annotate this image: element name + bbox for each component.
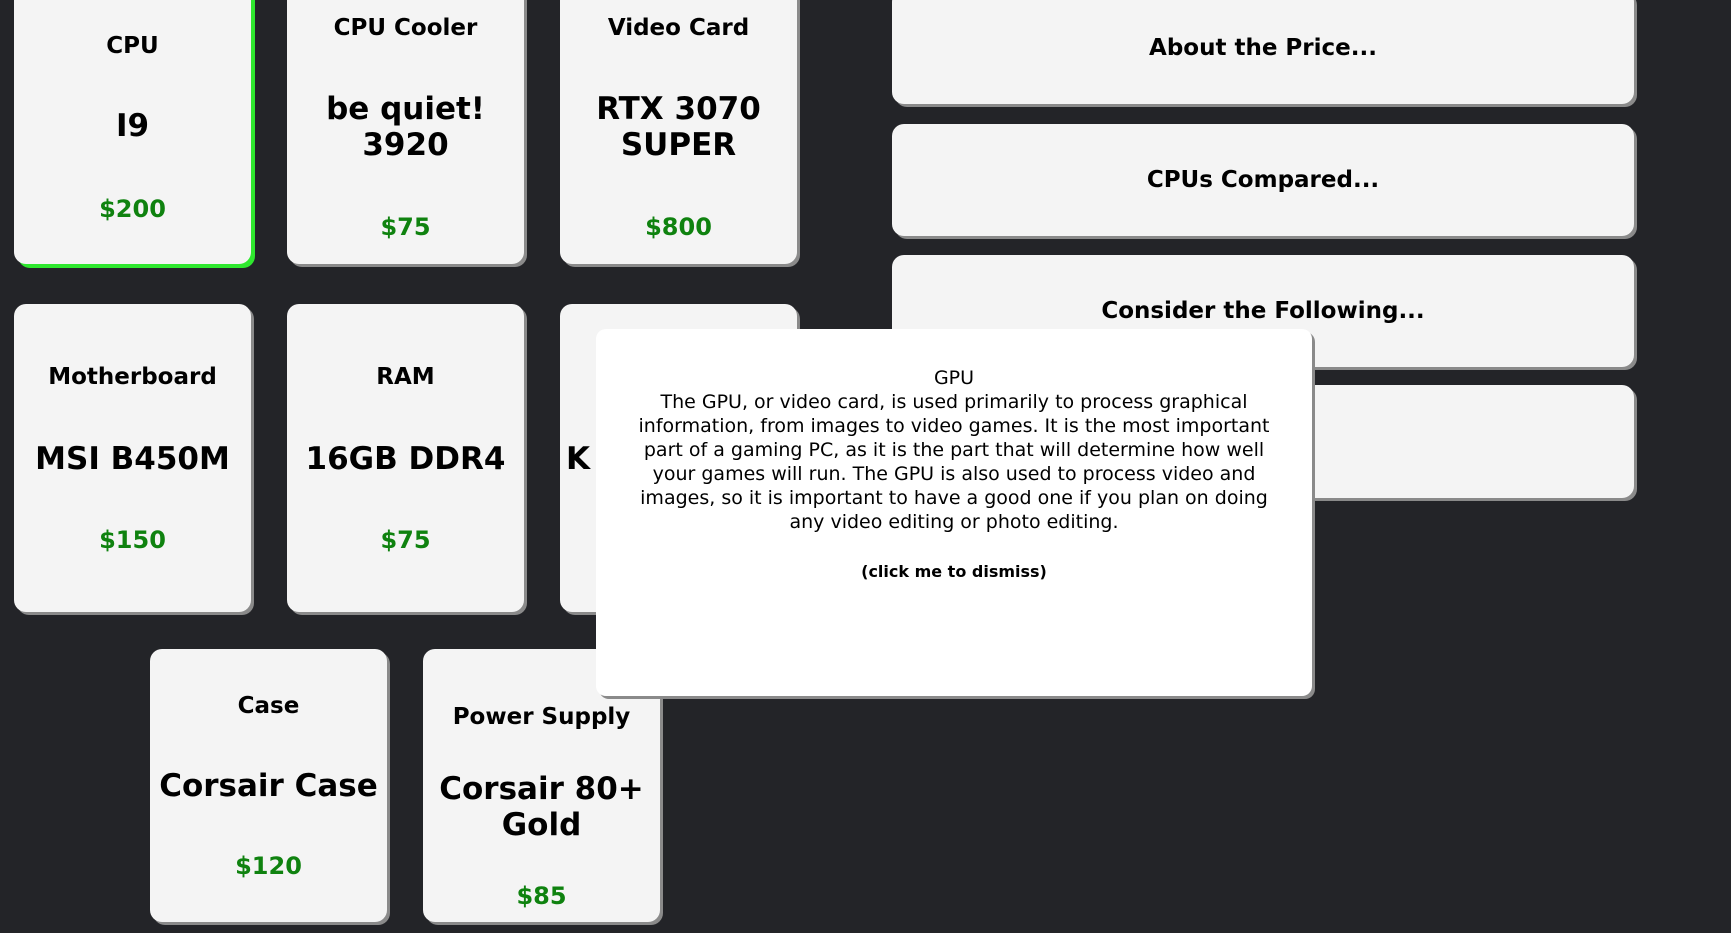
part-type: Video Card [607,15,750,41]
part-card-video-card[interactable]: Video Card RTX 3070 SUPER $800 [560,0,797,264]
part-name: I9 [115,108,150,144]
part-price: $120 [235,852,302,880]
part-card-case[interactable]: Case Corsair Case $120 [150,649,387,922]
part-card-power-supply[interactable]: Power Supply Corsair 80+ Gold $85 [423,649,660,922]
part-price: $200 [99,195,166,223]
button-label: Consider the Following... [1101,298,1425,324]
part-card-cpu[interactable]: CPU I9 $200 [14,0,251,264]
part-name: Corsair Case [159,768,378,804]
popup-body: The GPU, or video card, is used primaril… [638,391,1270,533]
part-card-motherboard[interactable]: Motherboard MSI B450M $150 [14,304,251,612]
button-label: About the Price... [1149,35,1377,61]
part-price: $75 [380,526,431,554]
part-name: Corsair 80+ Gold [439,771,644,843]
part-price: $85 [516,882,567,910]
part-type: Motherboard [48,364,217,390]
part-name: RTX 3070 SUPER [596,91,761,163]
gpu-info-popup[interactable]: GPU The GPU, or video card, is used prim… [596,329,1312,696]
part-name: K [566,441,591,477]
dismiss-hint[interactable]: (click me to dismiss) [861,562,1047,581]
part-type: CPU Cooler [333,15,478,41]
part-name: be quiet! 3920 [326,91,485,163]
part-card-cpu-cooler[interactable]: CPU Cooler be quiet! 3920 $75 [287,0,524,264]
part-price: $800 [645,213,712,241]
cpus-compared-button[interactable]: CPUs Compared... [892,124,1634,236]
part-price: $150 [99,526,166,554]
part-type: CPU [106,33,159,59]
part-name: 16GB DDR4 [305,441,506,477]
part-name: MSI B450M [35,441,230,477]
about-price-button[interactable]: About the Price... [892,0,1634,104]
part-type: Case [237,693,300,719]
button-label: CPUs Compared... [1146,167,1380,193]
part-type: Power Supply [452,704,631,730]
part-type: RAM [376,364,435,390]
popup-title: GPU [933,367,975,389]
part-price: $75 [380,213,431,241]
part-card-ram[interactable]: RAM 16GB DDR4 $75 [287,304,524,612]
